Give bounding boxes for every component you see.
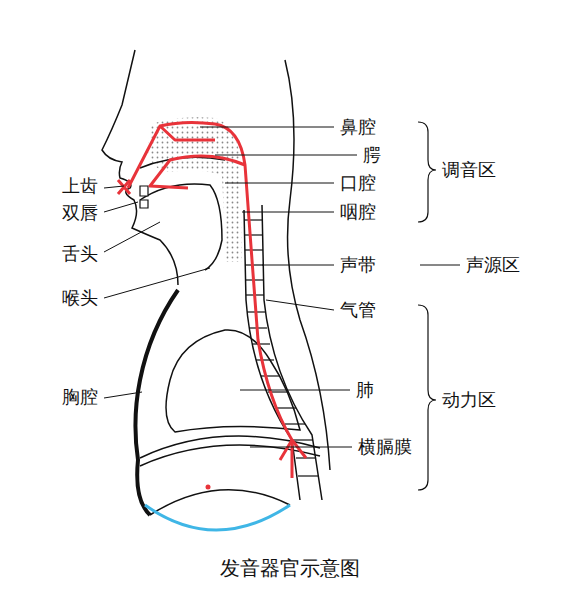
caption: 发音器官示意图	[220, 555, 360, 581]
leader-line	[104, 186, 210, 398]
palate-label: 腭	[361, 144, 383, 166]
region-label: 动力区	[440, 389, 498, 411]
teeth-label: 上齿	[60, 175, 100, 197]
tongue	[140, 184, 222, 270]
lung-label: 肺	[354, 379, 376, 401]
tongue-label: 舌头	[60, 243, 100, 265]
nasal-cavity-label: 鼻腔	[338, 116, 378, 138]
trachea-label: 气管	[338, 299, 378, 321]
vocal-cord-label: 声带	[338, 254, 378, 276]
belly-mark	[145, 505, 290, 530]
chest-label: 胸腔	[60, 386, 100, 408]
larynx-label: 喉头	[60, 287, 100, 309]
red-dot	[206, 485, 211, 490]
airflow	[118, 180, 130, 194]
oral-cavity-label: 口腔	[338, 172, 378, 194]
bracket	[418, 305, 436, 490]
region-label: 调音区	[440, 159, 498, 181]
airflow	[280, 440, 306, 460]
chest-wall	[135, 290, 178, 515]
teeth	[140, 186, 148, 208]
bracket	[418, 122, 436, 222]
leader-line	[200, 127, 460, 447]
region-label: 声源区	[464, 254, 522, 276]
abdomen	[150, 490, 290, 515]
lips-label: 双唇	[60, 202, 100, 224]
spine-rungs	[244, 220, 318, 476]
diaphragm-label: 横膈膜	[356, 436, 414, 458]
pharynx-label: 咽腔	[338, 201, 378, 223]
